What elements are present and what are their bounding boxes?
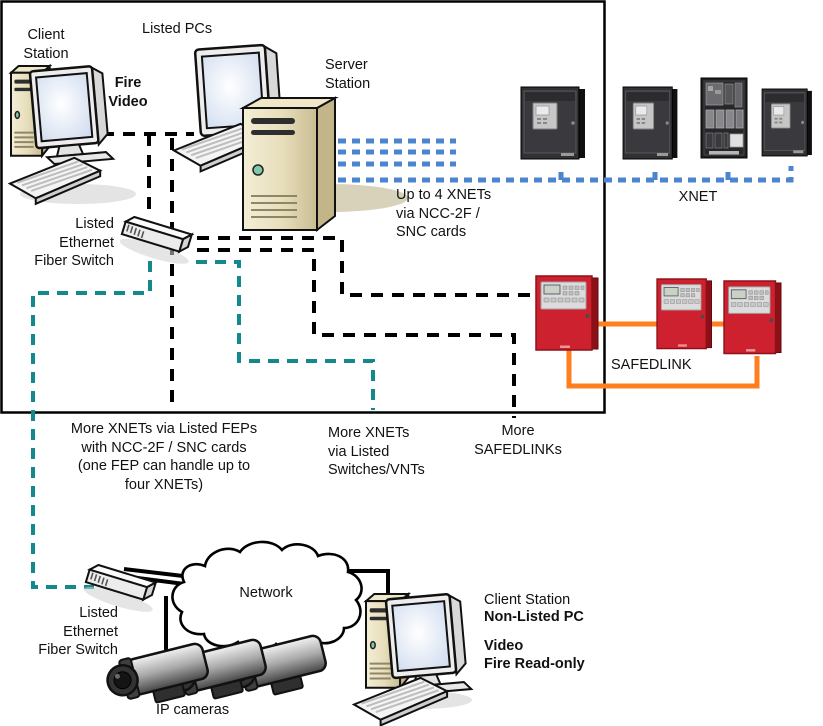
ethernet-fiber-switch-top [116,213,198,270]
fiber-link-to-more-xnets-switches [196,260,375,410]
non-listed-pc-label: Non-Listed PC [484,609,584,625]
switch-to-more-safedlinks-dashed-line [197,248,516,418]
more-xnets-feps-label: More XNETs via Listed FEPs with NCC-2F /… [70,421,258,493]
fire-video-label: Fire Video [108,75,148,110]
safedlink-label: SAFEDLINK [611,357,692,373]
more-safedlinks-label: More SAFEDLINKs [474,423,562,458]
xnet-channel-4-bus [338,166,794,183]
client-station-top-label: Client Station [23,27,69,62]
more-xnets-switches-label: More XNETs via Listed Switches/VNTs [328,425,425,478]
fiber-link-to-bottom-switch [31,261,152,589]
network-label: Network [239,585,293,601]
up-to-4-xnets-label: Up to 4 XNETs via NCC-2F / SNC cards [396,187,492,240]
listed-pcs-label: Listed PCs [142,21,213,37]
fiber-switch-top-label: Listed Ethernet Fiber Switch [34,216,114,269]
xnet-panel-1 [520,86,586,160]
safedlink-return-loop [566,350,760,389]
xnet-panel-3-open [700,77,748,159]
xnet-label: XNET [678,189,718,205]
switch-to-safedlink-dashed-line [197,236,535,297]
safedlink-panel-3 [723,280,782,355]
network-cloud [171,540,363,652]
server-station-tower [242,97,336,231]
listed-equipment-boundary [0,0,606,414]
client-station-bottom-label: Client Station [484,592,571,608]
safedlink-panel-1 [535,275,599,351]
cloud-to-client-pc-line [340,569,390,600]
fiber-switch-bottom-label: Listed Ethernet Fiber Switch [38,605,118,658]
server-station-label: Server Station [325,57,371,92]
xnet-panel-2 [622,86,678,160]
fire-read-only-label: Fire Read-only [484,656,585,672]
xnet-panel-4 [761,88,813,157]
video-label: Video [484,638,524,654]
ip-cameras-label: IP cameras [156,702,230,718]
safedlink-panel-2 [656,278,713,350]
